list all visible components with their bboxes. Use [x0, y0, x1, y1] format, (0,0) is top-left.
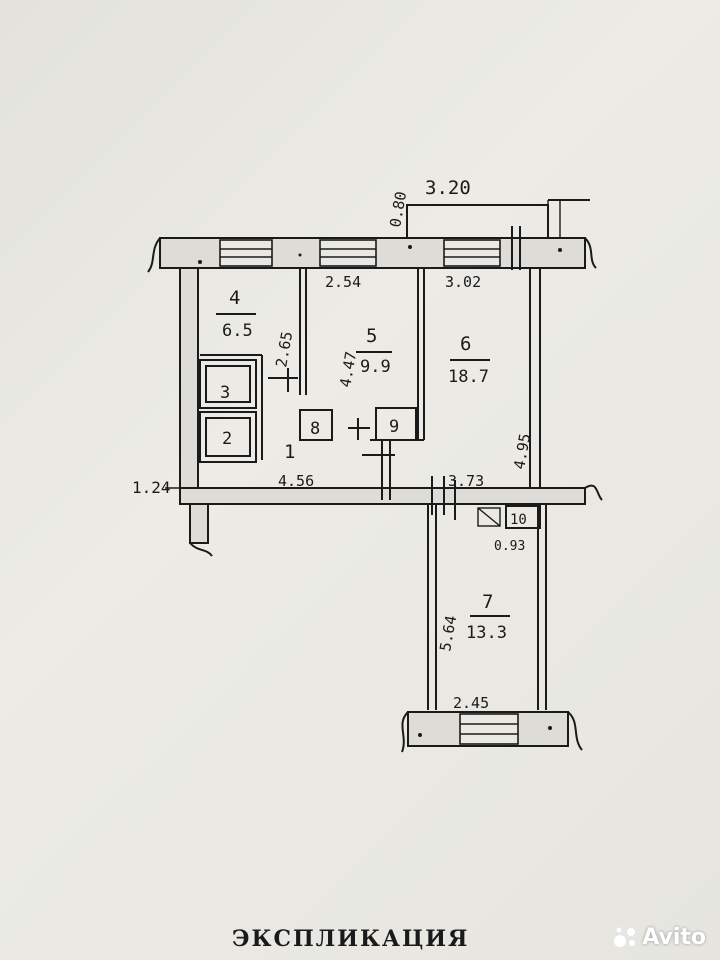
room-4-area: 6.5	[222, 321, 253, 341]
dim-room6-height: 4.95	[510, 432, 534, 471]
window-3	[443, 239, 501, 267]
room-10-number: 10	[510, 512, 527, 528]
window-1	[219, 239, 273, 267]
explication-caption: ЭКСПЛИКАЦИЯ	[232, 926, 470, 952]
bathroom-blocks	[199, 359, 541, 529]
room-7-walls	[401, 504, 583, 753]
top-wall	[147, 226, 597, 273]
room-6-area: 18.7	[448, 367, 489, 387]
dim-room4-height: 2.65	[272, 330, 296, 369]
dim-top-0-80: 0.80	[386, 190, 410, 229]
room-4-number: 4	[229, 287, 240, 309]
dim-top-3-20: 3.20	[425, 177, 471, 199]
partitions	[200, 268, 541, 500]
avito-watermark: Avito	[612, 924, 706, 950]
top-extension	[406, 199, 590, 238]
room-7-area: 13.3	[466, 623, 507, 643]
room-3-number: 3	[220, 383, 230, 403]
dim-left-1-24: 1.24	[132, 478, 171, 497]
room-7-number: 7	[482, 591, 493, 613]
room-6-number: 6	[460, 333, 471, 355]
room-5-number: 5	[366, 325, 377, 347]
avito-dots-icon	[614, 927, 636, 947]
room-5-area: 9.9	[360, 357, 391, 377]
dim-room6-width: 3.02	[445, 273, 481, 291]
dim-room4-width: 2.54	[325, 273, 361, 291]
room-2-number: 2	[222, 429, 232, 449]
window-2	[319, 239, 377, 267]
dim-small-0-93: 0.93	[494, 539, 525, 554]
dim-corridor-4-56: 4.56	[278, 472, 314, 490]
dim-corridor-3-73: 3.73	[448, 472, 484, 490]
room-1-number: 1	[284, 441, 295, 463]
dim-room5-height: 4.47	[336, 350, 360, 389]
room-8-number: 8	[310, 419, 320, 439]
dimension-labels: 0.80 3.20 2.54 3.02 2.65 4.47 4.95 1.24 …	[132, 177, 534, 712]
avito-brand: Avito	[642, 924, 706, 950]
dim-room7-height: 5.64	[436, 614, 460, 653]
room-9-number: 9	[389, 417, 399, 437]
dim-room7-width: 2.45	[453, 694, 489, 712]
window-4	[459, 713, 519, 745]
room-labels: 1 2 3 4 6.5 5 9.9 6 18.7 7 13.3 8 9 10	[216, 287, 527, 643]
